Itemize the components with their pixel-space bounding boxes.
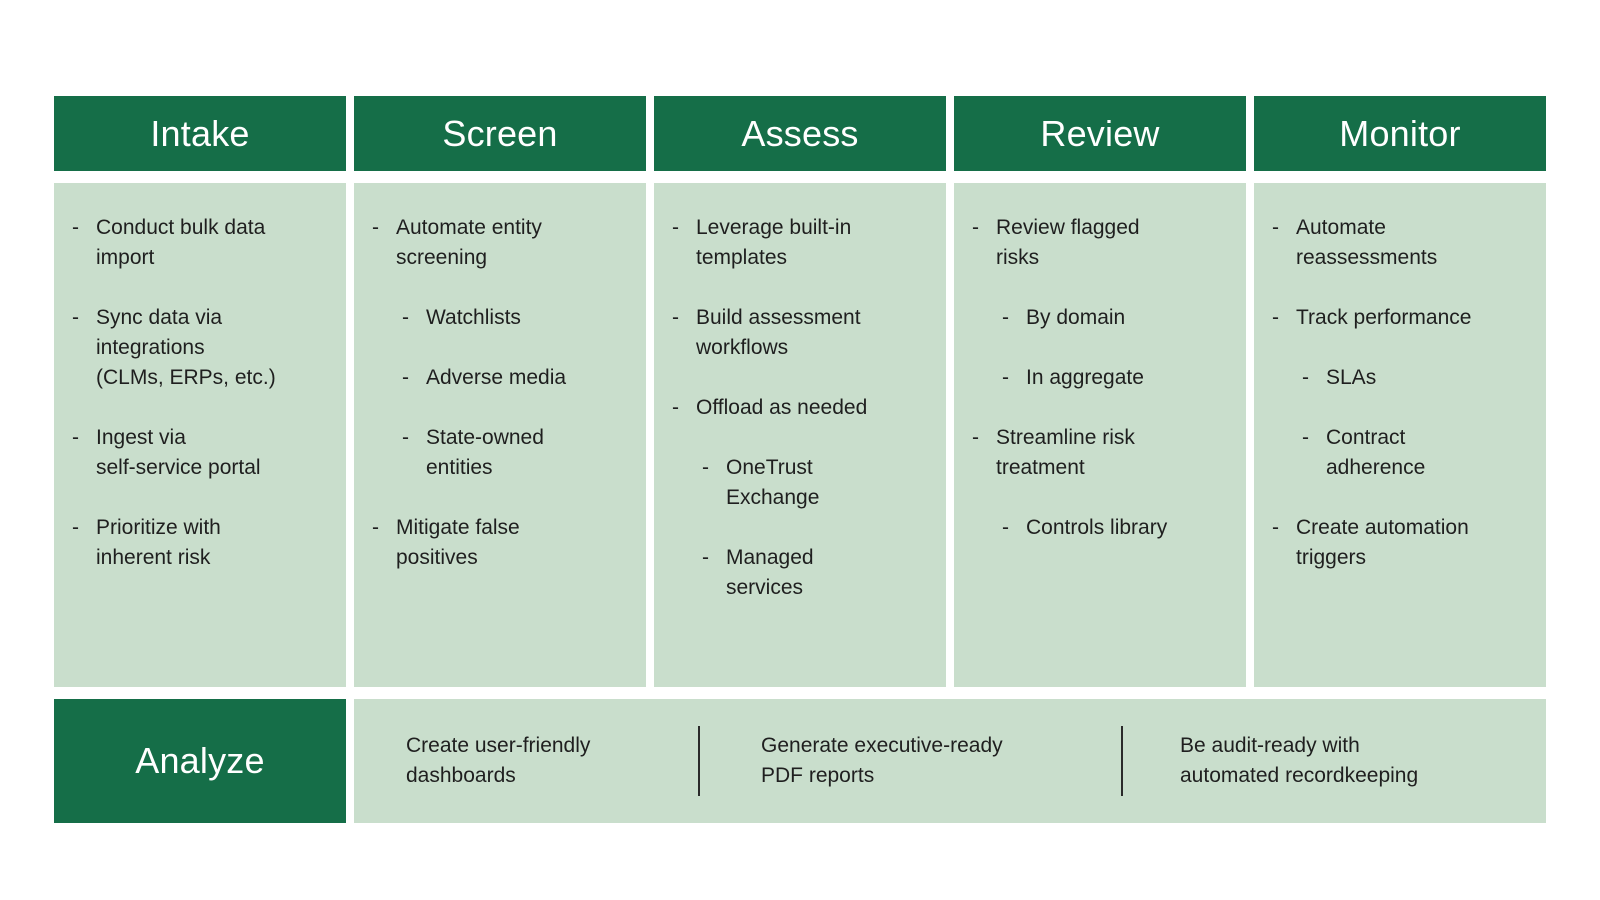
bullet-item: -Automate reassessments bbox=[1272, 213, 1534, 273]
bullet-text: Review flagged risks bbox=[996, 216, 1140, 269]
bullet-item: -Leverage built-in templates bbox=[672, 213, 934, 273]
bullet-text: In aggregate bbox=[1026, 366, 1144, 389]
bullet-item: -Review flagged risks bbox=[972, 213, 1234, 273]
bullet-text: Automate reassessments bbox=[1296, 216, 1438, 269]
bullet-dash: - bbox=[402, 306, 409, 329]
analyze-header: Analyze bbox=[54, 699, 346, 823]
bullet-text: State-owned entities bbox=[426, 426, 544, 479]
bullet-text: Offload as needed bbox=[696, 396, 868, 419]
bullet-item: -Create automation triggers bbox=[1272, 513, 1534, 573]
bullet-item: -Streamline risk treatment bbox=[972, 423, 1234, 483]
bullet-dash: - bbox=[972, 216, 979, 239]
analyze-label: Analyze bbox=[135, 740, 265, 781]
bullet-dash: - bbox=[72, 306, 79, 329]
footer-divider bbox=[698, 726, 700, 796]
bullet-item: -Offload as needed bbox=[672, 393, 934, 423]
bullet-dash: - bbox=[972, 426, 979, 449]
bullet-item: -Track performance bbox=[1272, 303, 1534, 333]
bullet-dash: - bbox=[1272, 516, 1279, 539]
bullet-dash: - bbox=[72, 426, 79, 449]
bullet-item: -Watchlists bbox=[372, 303, 634, 333]
column-header-monitor: Monitor bbox=[1254, 96, 1546, 171]
bullet-text: Conduct bulk data import bbox=[96, 216, 266, 269]
bullet-item: -State-owned entities bbox=[372, 423, 634, 483]
bullet-text: Managed services bbox=[726, 546, 814, 599]
bullet-text: By domain bbox=[1026, 306, 1126, 329]
bullet-text: Watchlists bbox=[426, 306, 521, 329]
footer-cell-reports: Generate executive-ready PDF reports bbox=[761, 734, 1003, 787]
bullet-item: -Sync data via integrations (CLMs, ERPs,… bbox=[72, 303, 334, 393]
column-header-intake: Intake bbox=[54, 96, 346, 171]
column-header-screen: Screen bbox=[354, 96, 646, 171]
column-title: Intake bbox=[150, 112, 250, 154]
bullet-item: -OneTrust Exchange bbox=[672, 453, 934, 513]
bullet-dash: - bbox=[1302, 426, 1309, 449]
bullet-dash: - bbox=[672, 396, 679, 419]
bullet-item: -Automate entity screening bbox=[372, 213, 634, 273]
bullet-dash: - bbox=[72, 516, 79, 539]
column-body-review: -Review flagged risks-By domain-In aggre… bbox=[954, 183, 1246, 687]
bullet-text: Ingest via self-service portal bbox=[96, 426, 261, 479]
column-body-screen: -Automate entity screening-Watchlists-Ad… bbox=[354, 183, 646, 687]
bullet-text: Track performance bbox=[1296, 306, 1472, 329]
bullet-dash: - bbox=[672, 306, 679, 329]
footer-panel: Create user-friendly dashboards Generate… bbox=[354, 699, 1546, 823]
bullet-item: -Build assessment workflows bbox=[672, 303, 934, 363]
bullet-text: Leverage built-in templates bbox=[696, 216, 852, 269]
bullet-dash: - bbox=[1302, 366, 1309, 389]
bullet-dash: - bbox=[1002, 366, 1009, 389]
bullet-item: -Managed services bbox=[672, 543, 934, 603]
bullet-item: -Controls library bbox=[972, 513, 1234, 543]
bullet-dash: - bbox=[372, 216, 379, 239]
bullet-dash: - bbox=[1002, 516, 1009, 539]
column-header-review: Review bbox=[954, 96, 1246, 171]
bullet-dash: - bbox=[402, 366, 409, 389]
bullet-dash: - bbox=[372, 516, 379, 539]
bullet-item: -SLAs bbox=[1272, 363, 1534, 393]
bullet-text: Sync data via integrations (CLMs, ERPs, … bbox=[96, 306, 276, 389]
bullet-text: SLAs bbox=[1326, 366, 1377, 389]
column-body-assess: -Leverage built-in templates-Build asses… bbox=[654, 183, 946, 687]
column-header-assess: Assess bbox=[654, 96, 946, 171]
footer-cell-dashboards: Create user-friendly dashboards bbox=[406, 734, 591, 787]
bullet-dash: - bbox=[1002, 306, 1009, 329]
bullet-item: -Ingest via self-service portal bbox=[72, 423, 334, 483]
bullet-item: -Prioritize with inherent risk bbox=[72, 513, 334, 573]
bullet-text: Streamline risk treatment bbox=[996, 426, 1135, 479]
column-body-intake: -Conduct bulk data import-Sync data via … bbox=[54, 183, 346, 687]
bullet-item: -Adverse media bbox=[372, 363, 634, 393]
bullet-dash: - bbox=[72, 216, 79, 239]
column-title: Assess bbox=[741, 112, 859, 154]
bullet-text: Mitigate false positives bbox=[396, 516, 520, 569]
bullet-text: Prioritize with inherent risk bbox=[96, 516, 221, 569]
bullet-text: OneTrust Exchange bbox=[726, 456, 820, 509]
bullet-item: -By domain bbox=[972, 303, 1234, 333]
bullet-text: Contract adherence bbox=[1326, 426, 1426, 479]
bullet-text: Controls library bbox=[1026, 516, 1168, 539]
column-body-monitor: -Automate reassessments-Track performanc… bbox=[1254, 183, 1546, 687]
bullet-item: -In aggregate bbox=[972, 363, 1234, 393]
bullet-dash: - bbox=[702, 546, 709, 569]
bullet-text: Create automation triggers bbox=[1296, 516, 1469, 569]
bullet-item: -Mitigate false positives bbox=[372, 513, 634, 573]
bullet-dash: - bbox=[1272, 216, 1279, 239]
bullet-dash: - bbox=[402, 426, 409, 449]
bullet-dash: - bbox=[672, 216, 679, 239]
bullet-item: -Contract adherence bbox=[1272, 423, 1534, 483]
bullet-text: Build assessment workflows bbox=[696, 306, 861, 359]
column-title: Monitor bbox=[1339, 112, 1461, 154]
bullet-dash: - bbox=[1272, 306, 1279, 329]
bullet-item: -Conduct bulk data import bbox=[72, 213, 334, 273]
footer-divider bbox=[1121, 726, 1123, 796]
bullet-text: Automate entity screening bbox=[396, 216, 542, 269]
bullet-dash: - bbox=[702, 456, 709, 479]
column-title: Screen bbox=[442, 112, 558, 154]
footer-cell-audit: Be audit-ready with automated recordkeep… bbox=[1180, 734, 1419, 787]
bullet-text: Adverse media bbox=[426, 366, 567, 389]
column-title: Review bbox=[1040, 112, 1160, 154]
